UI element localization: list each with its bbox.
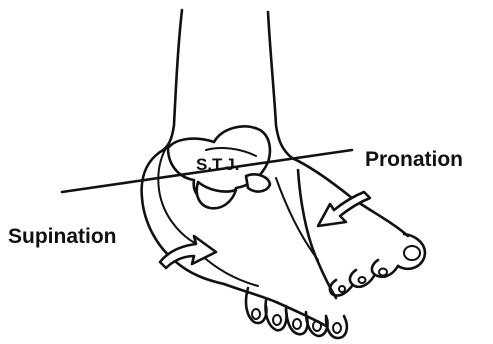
toe-right-4-nail: [359, 277, 366, 283]
toe-right-3: [350, 270, 374, 287]
toe-right-3-nail: [379, 269, 387, 276]
leg-right-outline: [268, 12, 292, 158]
leg-left-outline: [160, 10, 182, 152]
navicular-shape: [246, 174, 270, 191]
supination-label: Supination: [8, 225, 117, 248]
pronation-label: Pronation: [365, 148, 463, 171]
lateral-foot-outline: [298, 170, 336, 298]
toe-right-5-nail: [339, 286, 345, 292]
big-toe-right-nail: [404, 246, 420, 260]
joint-label: S.T.J.: [196, 155, 239, 174]
big-toe-right: [398, 234, 425, 269]
sole-outline: [224, 284, 326, 326]
supination-arrow: [160, 236, 216, 268]
toe-lower-3-nail: [293, 319, 301, 329]
pronation-arrow: [318, 192, 370, 226]
toe-lower-2-nail: [273, 315, 281, 325]
toe-lower-5-nail: [333, 323, 341, 333]
toe-lower-1-nail: [252, 309, 260, 319]
toe-lower-5: [326, 316, 347, 338]
